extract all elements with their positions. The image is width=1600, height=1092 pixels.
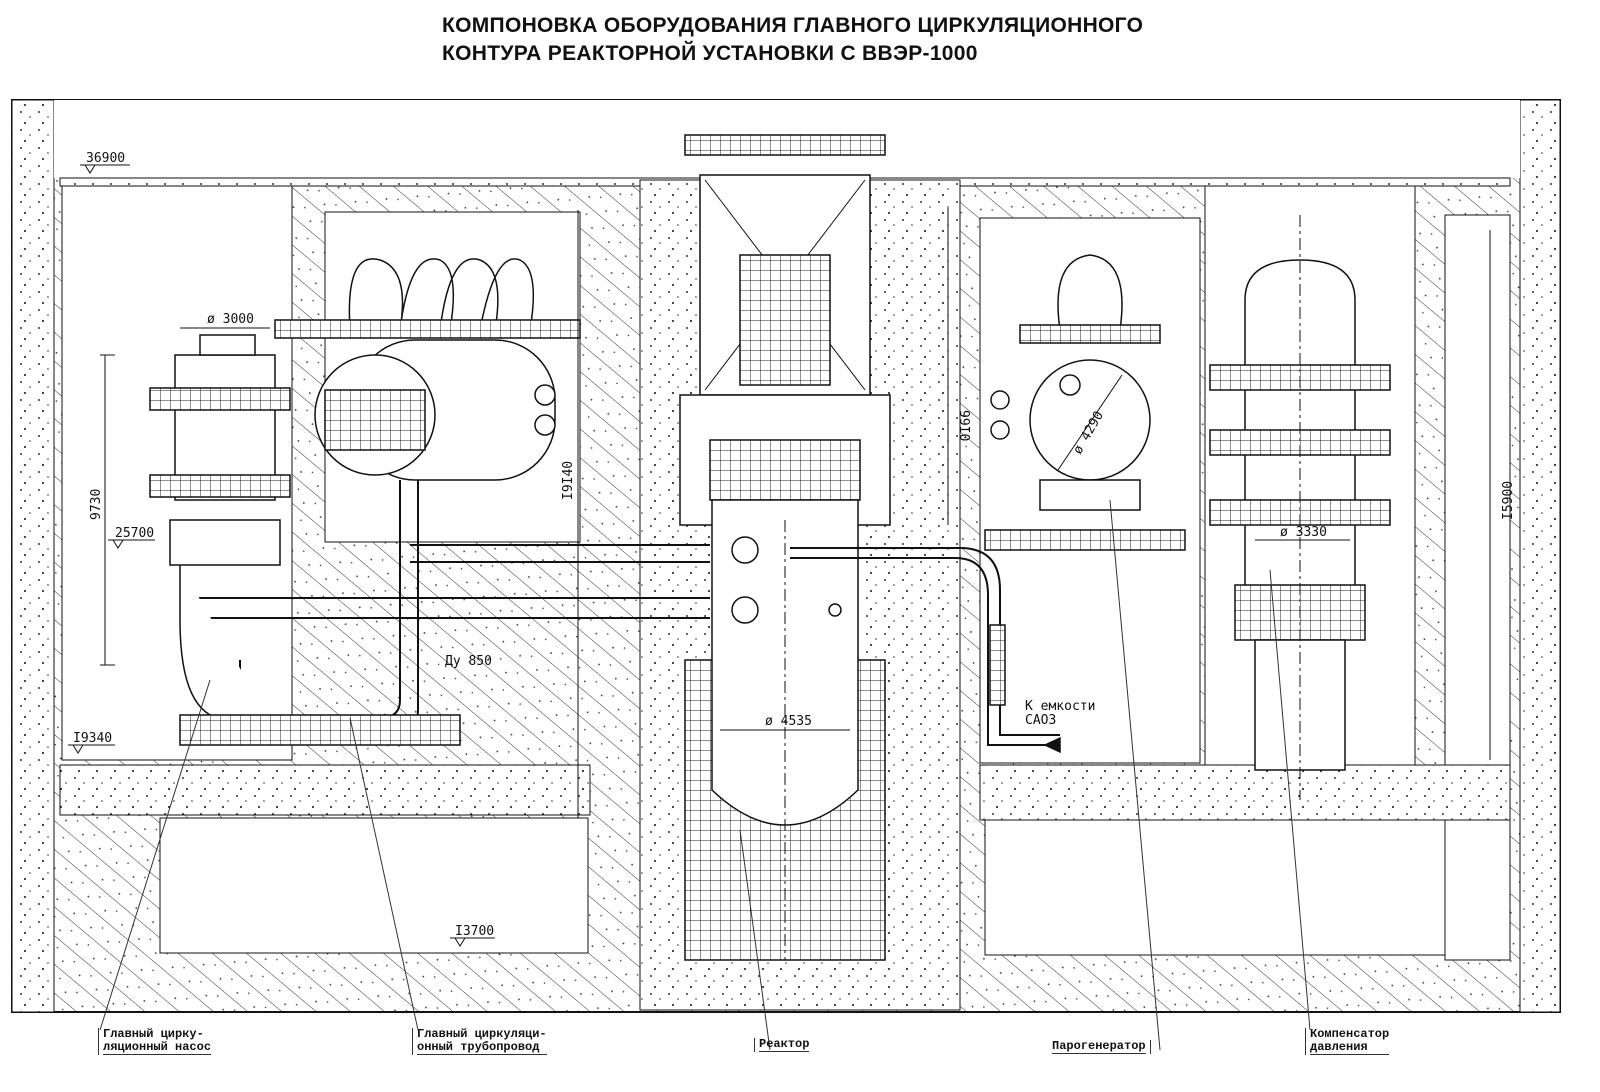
eccs-connection [989, 624, 1061, 754]
label-line: давления [1310, 1041, 1390, 1055]
label-line: Реактор [759, 1037, 810, 1052]
label-line: Главный циркуляци- [417, 1027, 547, 1041]
reactor-height-label: I9I40 [561, 461, 576, 500]
reactor-diameter-label: ø 4535 [765, 714, 812, 729]
eccs-label-line2: САОЗ [1025, 713, 1056, 728]
reactor [679, 134, 891, 961]
label-line: ляционный насос [103, 1040, 212, 1055]
sg-height-label: 99I0 [956, 410, 971, 441]
label-main-circulation-pipeline: Главный циркуляци- онный трубопровод [412, 1028, 547, 1055]
pipe-diameter-label: Ду 850 [445, 654, 492, 669]
label-pressurizer: Компенсатор давления [1305, 1027, 1390, 1055]
pressurizer [1209, 215, 1391, 800]
pressurizer-diameter-label: ø 3330 [1280, 525, 1327, 540]
label-steam-generator: Парогенератор [1048, 1040, 1151, 1054]
pressurizer-height-label: I5900 [1501, 481, 1516, 520]
pump-diameter-label: ø 3000 [207, 312, 254, 327]
elevation-25700: 25700 [115, 526, 154, 541]
drawing-title-line2: КОНТУРА РЕАКТОРНОЙ УСТАНОВКИ С ВВЭР-1000 [442, 42, 978, 65]
label-line: Парогенератор [1052, 1039, 1146, 1054]
steam-generator-right [984, 254, 1186, 551]
dimension-lines [100, 208, 1491, 818]
eccs-label-line1: К емкости [1025, 699, 1095, 714]
pump-height-label: 9730 [89, 489, 104, 520]
label-line: Компенсатор [1310, 1027, 1390, 1041]
elevation-13700: I3700 [455, 924, 494, 939]
label-reactor: Реактор [754, 1037, 810, 1052]
main-circulation-pump [149, 334, 461, 746]
label-main-circulation-pump: Главный цирку- ляционный насос [98, 1027, 212, 1055]
label-line: онный трубопровод [417, 1041, 547, 1055]
elevation-19340: I9340 [73, 731, 112, 746]
elevation-36900: 36900 [86, 151, 125, 166]
leader-lines [99, 499, 1311, 1051]
drawing-title-line1: КОМПОНОВКА ОБОРУДОВАНИЯ ГЛАВНОГО ЦИРКУЛЯ… [442, 14, 1144, 37]
label-line: Главный цирку- [103, 1027, 204, 1041]
steam-generator-left [274, 258, 581, 481]
elevation-marks [68, 164, 495, 947]
